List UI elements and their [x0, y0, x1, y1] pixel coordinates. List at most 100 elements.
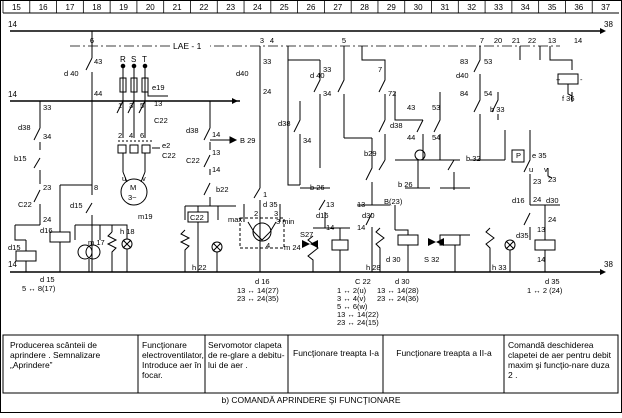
label-b29: b29 — [364, 149, 377, 158]
label-13b: 13 — [212, 148, 220, 157]
description-air-flap: Comandă deschiderea clapetei de aer pent… — [508, 340, 612, 380]
label-72: 72 — [388, 89, 396, 98]
column-number: 36 — [574, 3, 583, 12]
label-33c: 33 — [323, 65, 331, 74]
label-m19: m19 — [138, 212, 153, 221]
label-v2: v — [544, 165, 548, 174]
bus-tap-number: 14 — [574, 36, 582, 45]
label-d35-a: d 35 — [263, 200, 278, 209]
coil-contact-line: 5 ↔ 6(w) — [337, 302, 368, 311]
column-number: 19 — [119, 3, 128, 12]
label-24b: 24 — [263, 87, 271, 96]
phase-t: T — [142, 55, 147, 64]
phase-s: S — [131, 55, 136, 64]
label-t1: 1 — [118, 101, 122, 110]
s27-valve-b — [310, 240, 318, 248]
coil-name: d 16 — [255, 277, 270, 286]
label-14a: 14 — [212, 130, 220, 139]
s27-valve-a — [302, 240, 310, 248]
label-d40-d: d40 — [456, 71, 469, 80]
description-table — [2, 334, 619, 394]
coil-contact-line: 1 ↔ 2(u) — [337, 286, 367, 295]
s32-valve-a — [428, 238, 436, 246]
column-number: 37 — [601, 3, 610, 12]
coil-contact-line: 3 ↔ 4(v) — [337, 294, 366, 303]
coil-contact-line: 23 ↔ 24(35) — [237, 294, 279, 303]
label-d40-b: d40 — [236, 69, 249, 78]
label-84: 84 — [460, 89, 468, 98]
power-busses — [10, 30, 600, 273]
column-number: 21 — [173, 3, 182, 12]
label-14b: 14 — [212, 165, 220, 174]
label-2: 2 — [254, 209, 258, 218]
description-box — [2, 334, 619, 394]
label-h28: h 28 — [366, 263, 381, 272]
label-24c: 24 — [533, 195, 541, 204]
label-motor-3: 3~ — [128, 193, 137, 202]
label-24a: 24 — [43, 215, 51, 224]
label-24d: 24 — [548, 215, 556, 224]
bus-tap-number: 13 — [548, 36, 556, 45]
lae-label-bg — [170, 40, 210, 51]
description-fan: Funcţionare electroventilator, Introduce… — [142, 340, 204, 380]
label-u: u — [122, 174, 126, 183]
label-14e: 14 — [537, 255, 545, 264]
column-number: 32 — [467, 3, 476, 12]
label-34a: 34 — [43, 132, 51, 141]
label-b15: b15 — [14, 154, 27, 163]
column-number: 27 — [333, 3, 342, 12]
label-d38-a: d38 — [18, 123, 31, 132]
phase-labels: R S T — [120, 55, 147, 64]
label-e35: e 35 — [532, 151, 547, 160]
bus-arrows — [232, 28, 606, 275]
label-53b: 53 — [484, 57, 492, 66]
column-number: 16 — [39, 3, 48, 12]
column-number: 22 — [199, 3, 208, 12]
label-h33: h 33 — [492, 263, 507, 272]
coil-name: d 30 — [395, 277, 410, 286]
label-14d: 14 — [357, 223, 365, 232]
label-t5: 5 — [140, 101, 144, 110]
bottom-bus-arrow — [600, 269, 606, 275]
label-t6: 6 — [140, 131, 144, 140]
bus-tap-number: 5 — [342, 36, 346, 45]
coil-contact-line: 13 ↔ 14(22) — [337, 310, 379, 319]
wires — [14, 31, 579, 272]
column-number: 35 — [548, 3, 557, 12]
label-d38-b: d38 — [186, 126, 199, 135]
label-d16-c: d16 — [512, 196, 525, 205]
column-number: 18 — [92, 3, 101, 12]
column-number: 33 — [494, 3, 503, 12]
coil-contact-line: 1 ↔ 2 (24) — [527, 286, 563, 295]
label-max: max — [228, 215, 242, 224]
coil-contact-line: 5 ↔ 8(17) — [22, 284, 56, 293]
label-33b: 33 — [263, 57, 271, 66]
label-33a: 33 — [43, 103, 51, 112]
label-d15-b: d15 — [8, 243, 21, 252]
label-53: 53 — [432, 103, 440, 112]
label-h22: h 22 — [192, 263, 207, 272]
component-labels: d 40 43 44 e19 13 C22 33 d38 34 b15 23 C… — [8, 57, 583, 272]
label-p: P — [516, 151, 521, 160]
column-number: 15 — [12, 3, 21, 12]
label-b29-out: B 29 — [240, 136, 255, 145]
label-m17: m 17 — [88, 238, 105, 247]
label-7: 7 — [378, 65, 382, 74]
label-13c: 13 — [326, 200, 334, 209]
label-s27: S27 — [300, 230, 313, 239]
label-44: 44 — [94, 89, 102, 98]
label-34b: 34 — [303, 136, 311, 145]
label-t2: 2 — [118, 131, 122, 140]
bus-tap-number: 7 — [480, 36, 484, 45]
label-b26-b: b 26 — [398, 180, 413, 189]
label-minus: - — [580, 75, 583, 84]
label-14c: 14 — [326, 223, 334, 232]
description-ignition: Producerea scânteii de aprindere . Semna… — [10, 340, 101, 370]
coil-table: d 155 ↔ 8(17) — [22, 275, 56, 293]
s32-valve-b — [436, 238, 444, 246]
label-23c: 23 — [548, 175, 556, 184]
column-number: 24 — [253, 3, 262, 12]
